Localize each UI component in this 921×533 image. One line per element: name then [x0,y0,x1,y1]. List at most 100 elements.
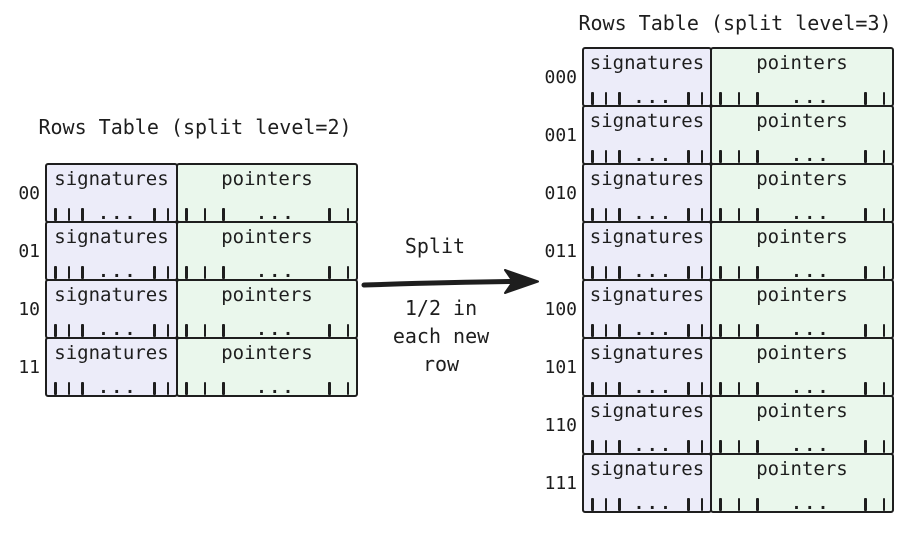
tick-group-right [328,382,349,395]
tick-marks: ... [591,264,703,281]
tick-mark [756,150,759,163]
tick-group-right [864,150,885,163]
tick-group-left [719,92,759,105]
tick-mark [203,382,206,395]
tick-mark [719,92,722,105]
tick-mark [604,324,607,337]
tick-mark [700,150,703,163]
tick-mark [864,150,867,163]
tick-group-left [719,208,759,221]
signatures-label: signatures [54,168,169,190]
tick-group-right [687,498,703,511]
row-index-label: 00 [18,182,40,204]
pointers-cell: pointers... [176,221,358,281]
tick-mark [185,208,188,221]
tick-mark [166,266,169,279]
tick-mark [618,324,621,337]
tick-mark [737,266,740,279]
tick-mark [591,382,594,395]
tick-group-left [591,498,621,511]
tick-mark [719,266,722,279]
tick-group-right [864,266,885,279]
tick-group-right [328,208,349,221]
tick-mark [882,498,885,511]
tick-group-left [185,266,225,279]
tick-group-left [591,208,621,221]
pointers-cell: pointers... [710,221,894,281]
tick-mark [700,266,703,279]
tick-mark [737,324,740,337]
tick-mark [222,382,225,395]
tick-marks: ... [185,380,349,397]
tick-group-left [719,498,759,511]
tick-mark [604,266,607,279]
tick-mark [687,150,690,163]
tick-mark [166,208,169,221]
tick-mark [153,324,156,337]
tick-mark [54,382,57,395]
row-index-label: 011 [544,240,577,262]
tick-mark [328,324,331,337]
tick-group-left [719,266,759,279]
tick-mark [203,266,206,279]
tick-mark [700,324,703,337]
tick-mark [756,92,759,105]
tick-mark [153,208,156,221]
row-index-label: 10 [18,298,40,320]
tick-mark [618,150,621,163]
tick-mark [700,92,703,105]
tick-mark [618,208,621,221]
tick-mark [756,498,759,511]
tick-mark [864,324,867,337]
tick-mark [591,208,594,221]
tick-mark [166,324,169,337]
tick-mark [185,266,188,279]
pointers-label: pointers [756,52,848,74]
tick-group-right [864,92,885,105]
ellipsis-dots: ... [791,88,832,108]
tick-mark [864,382,867,395]
tick-marks: ... [185,206,349,223]
signatures-label: signatures [589,400,705,422]
tick-mark [756,266,759,279]
ellipsis-dots: ... [633,378,674,398]
tick-marks: ... [54,380,169,397]
row-index-label: 101 [544,356,577,378]
row-index-label: 000 [544,66,577,88]
tick-mark [864,266,867,279]
tick-marks: ... [591,206,703,223]
tick-mark [700,440,703,453]
right-table-title: Rows Table (split level=3) [578,11,892,35]
signatures-label: signatures [589,284,705,306]
signatures-label: signatures [589,458,705,480]
left-table-title: Rows Table (split level=2) [38,115,352,139]
tick-group-left [54,382,84,395]
tick-group-right [687,382,703,395]
tick-mark [604,92,607,105]
signatures-cell: signatures... [45,337,178,397]
tick-mark [54,324,57,337]
pointers-cell: pointers... [176,337,358,397]
tick-mark [864,92,867,105]
tick-marks: ... [591,322,703,339]
tick-mark [591,266,594,279]
signatures-cell: signatures... [45,163,178,223]
row-index-label: 001 [544,124,577,146]
tick-mark [882,208,885,221]
pointers-cell: pointers... [710,163,894,223]
tick-mark [719,324,722,337]
tick-mark [604,498,607,511]
tick-mark [67,266,70,279]
signatures-cell: signatures... [582,337,712,397]
tick-group-left [719,440,759,453]
tick-group-right [153,208,169,221]
tick-mark [203,208,206,221]
tick-mark [737,440,740,453]
